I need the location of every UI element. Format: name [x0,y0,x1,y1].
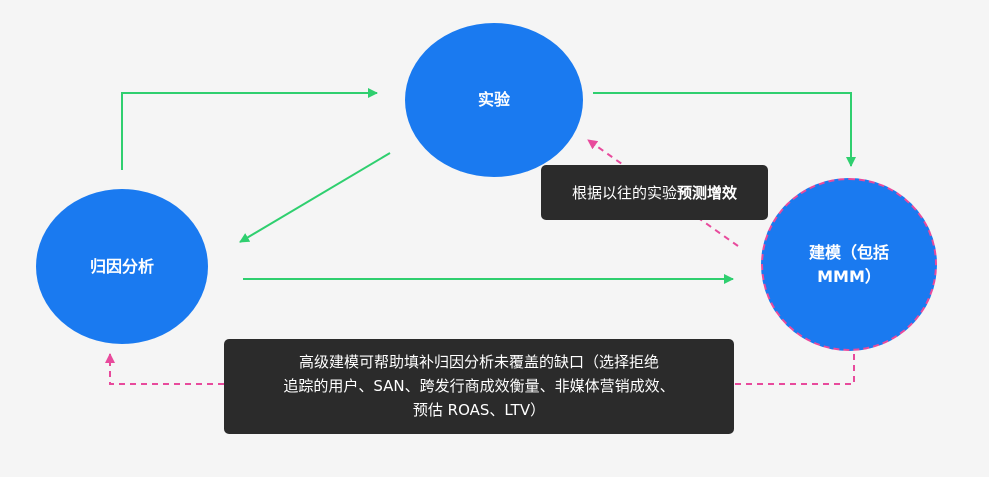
attribution-node: 归因分析 [36,189,208,344]
attribution-label: 归因分析 [89,256,154,276]
arrow-attribution-to-experiment [121,88,378,170]
prediction-callout: 根据以往的实验预测增效 [541,165,768,220]
gap-callout-line3: 预估 ROAS、LTV） [412,401,546,419]
prediction-callout-prefix: 根据以往的实验 [571,184,677,202]
experiment-label: 实验 [477,90,510,109]
gap-callout-line1: 高级建模可帮助填补归因分析未覆盖的缺口（选择拒绝 [298,353,659,371]
modeling-gap-callout: 高级建模可帮助填补归因分析未覆盖的缺口（选择拒绝 追踪的用户、SAN、跨发行商成… [224,339,734,434]
experiment-node: 实验 [405,23,583,177]
prediction-callout-emphasis: 预测增效 [677,184,738,202]
modeling-node: 建模（包括 MMM） [761,178,937,351]
arrow-experiment-to-modeling [593,92,856,167]
modeling-label-line2: MMM） [817,266,881,286]
arrow-experiment-to-attribution [239,152,391,243]
gap-callout-line2: 追踪的用户、SAN、跨发行商成效衡量、非媒体营销成效、 [283,377,675,395]
modeling-label-line1: 建模（包括 [808,242,889,262]
